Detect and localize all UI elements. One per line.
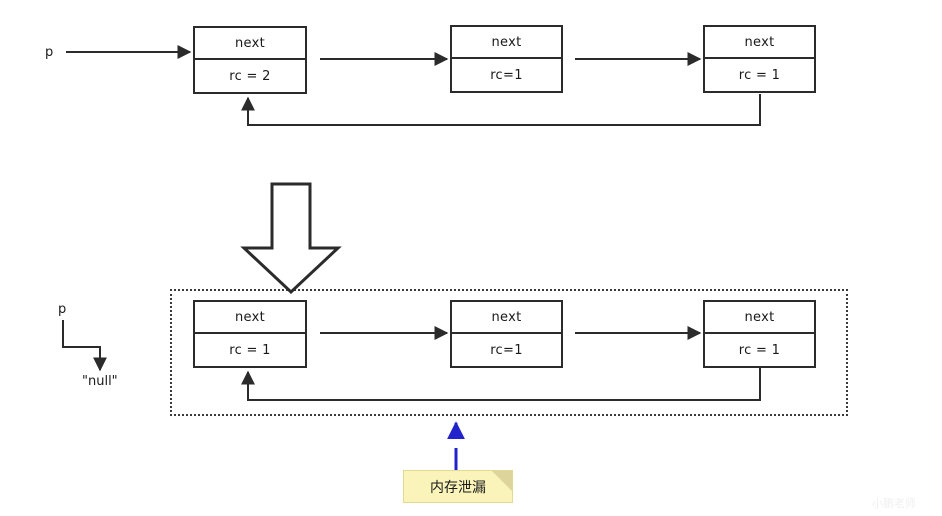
- bottom-node-3-next: next: [705, 302, 814, 334]
- bottom-node-1: next rc = 1: [193, 300, 307, 368]
- bottom-node-3: next rc = 1: [703, 300, 816, 368]
- top-node-3: next rc = 1: [703, 25, 816, 93]
- watermark: 小鹏老师: [872, 497, 916, 510]
- top-node-2-rc: rc=1: [490, 67, 523, 83]
- null-label: "null": [82, 374, 118, 389]
- top-node-2-next: next: [452, 27, 561, 59]
- note-fold-corner: [492, 471, 512, 491]
- top-pointer-label-p: p: [45, 45, 54, 60]
- transition-block-arrow: [240, 182, 342, 295]
- arrow-top-cycle-back: [241, 94, 761, 126]
- top-node-1: next rc = 2: [193, 26, 307, 94]
- top-node-3-rc: rc = 1: [738, 67, 781, 83]
- top-node-1-next: next: [195, 28, 305, 60]
- top-node-1-rc: rc = 2: [229, 68, 271, 84]
- bottom-node-2-next: next: [452, 302, 561, 334]
- bottom-node-1-next: next: [195, 302, 305, 334]
- bottom-node-2-rc: rc=1: [490, 342, 523, 358]
- top-node-2: next rc=1: [450, 25, 563, 93]
- memory-leak-note-text: 内存泄漏: [430, 479, 486, 496]
- top-node-3-next: next: [705, 27, 814, 59]
- bottom-node-2: next rc=1: [450, 300, 563, 368]
- bottom-pointer-label-p: p: [58, 302, 67, 317]
- bottom-node-3-rc: rc = 1: [738, 342, 781, 358]
- memory-leak-note: 内存泄漏: [403, 470, 513, 503]
- arrow-bottom-p-to-null: [62, 320, 107, 372]
- bottom-node-1-rc: rc = 1: [229, 342, 271, 358]
- leaked-memory-region: [170, 289, 848, 416]
